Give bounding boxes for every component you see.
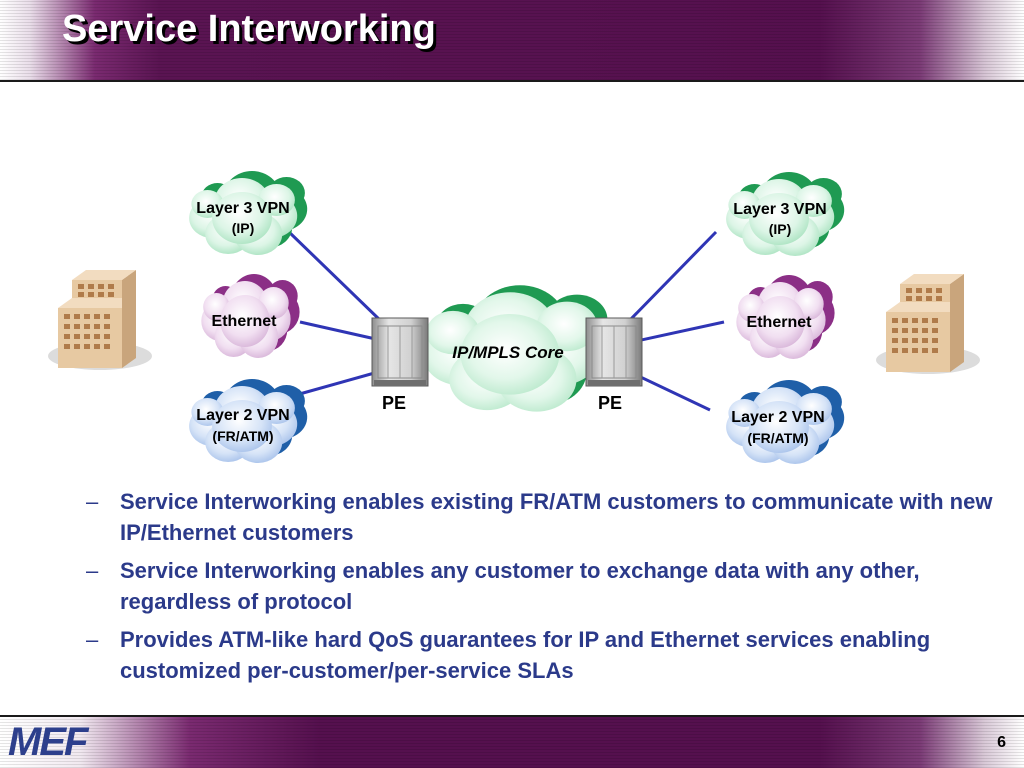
cloud-label: Layer 3 VPN: [733, 201, 826, 218]
cloud-label: Layer 2 VPN: [196, 407, 289, 424]
cloud-label: Ethernet: [212, 313, 278, 330]
bullet-text: Service Interworking enables any custome…: [120, 558, 920, 614]
bullet-list: –Service Interworking enables existing F…: [82, 486, 1002, 693]
mef-logo: MEF: [8, 720, 88, 764]
bullet-text: Service Interworking enables existing FR…: [120, 489, 993, 545]
building-icon-left: [48, 270, 152, 370]
cloud-right-layer3-vpn: Layer 3 VPN (IP): [726, 172, 845, 256]
bullet-dash: –: [86, 627, 99, 652]
cloud-left-ethernet: Ethernet: [201, 274, 300, 358]
bullet-text: Provides ATM-like hard QoS guarantees fo…: [120, 627, 931, 683]
cloud-left-layer2-vpn: Layer 2 VPN (FR/ATM): [189, 379, 308, 463]
cloud-right-ethernet: Ethernet: [736, 275, 835, 359]
title-bar-divider: [0, 80, 1024, 82]
cloud-label: Ethernet: [747, 314, 813, 331]
building-icon-right: [876, 274, 980, 374]
cloud-label: Layer 2 VPN: [731, 409, 824, 426]
bullet-item: –Provides ATM-like hard QoS guarantees f…: [82, 624, 1002, 686]
pe-router-right: [585, 317, 643, 387]
bullet-item: –Service Interworking enables existing F…: [82, 486, 1002, 548]
page-number: 6: [997, 734, 1006, 751]
core-label: IP/MPLS Core: [452, 343, 563, 362]
footer-divider: [0, 715, 1024, 717]
bullet-dash: –: [86, 489, 99, 514]
cloud-sublabel: (IP): [232, 220, 255, 236]
title-bar: [0, 0, 1024, 80]
bullet-dash: –: [86, 558, 99, 583]
cloud-right-layer2-vpn: Layer 2 VPN (FR/ATM): [726, 380, 845, 464]
cloud-sublabel: (IP): [769, 221, 792, 237]
slide-title: Service Interworking: [62, 8, 436, 50]
pe-router-left: [371, 317, 429, 387]
cloud-sublabel: (FR/ATM): [212, 428, 273, 444]
cloud-label: Layer 3 VPN: [196, 200, 289, 217]
footer-bar: [0, 717, 1024, 768]
cloud-sublabel: (FR/ATM): [747, 430, 808, 446]
pe-label-right: PE: [598, 393, 622, 413]
pe-label-left: PE: [382, 393, 406, 413]
network-links: [287, 230, 725, 412]
cloud-left-layer3-vpn: Layer 3 VPN (IP): [189, 171, 308, 255]
bullet-item: –Service Interworking enables any custom…: [82, 555, 1002, 617]
